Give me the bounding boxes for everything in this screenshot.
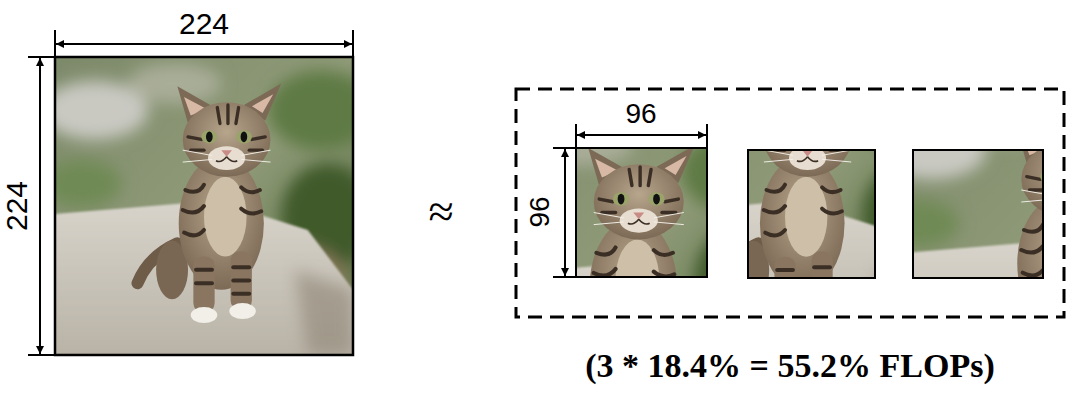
dimension-tick — [28, 56, 54, 58]
dimension-tick — [553, 147, 575, 149]
dimension-label: 224 — [179, 9, 229, 39]
dimension-label: 96 — [625, 100, 656, 128]
dimension-tick — [28, 354, 54, 356]
dimension-line — [564, 149, 566, 276]
dimension-line — [39, 58, 41, 354]
dimension-line — [577, 134, 706, 136]
crop-border — [748, 150, 875, 278]
dimension-tick — [575, 124, 577, 147]
dimension-tick — [352, 30, 354, 56]
crop-border — [576, 148, 707, 277]
flops-caption: (3 * 18.4% = 55.2% FLOPs) — [585, 349, 994, 383]
dimension-tick — [706, 124, 708, 147]
dimension-label: 96 — [526, 196, 554, 227]
approx-symbol: ≈ — [428, 189, 453, 235]
image-border — [55, 57, 353, 355]
dimension-tick — [553, 276, 575, 278]
dimension-label: 224 — [2, 181, 32, 231]
cat-image — [42, 57, 375, 355]
crop-image — [624, 57, 955, 356]
dimension-tick — [54, 30, 56, 56]
crop-border — [913, 150, 1043, 278]
dimension-line — [56, 43, 352, 45]
